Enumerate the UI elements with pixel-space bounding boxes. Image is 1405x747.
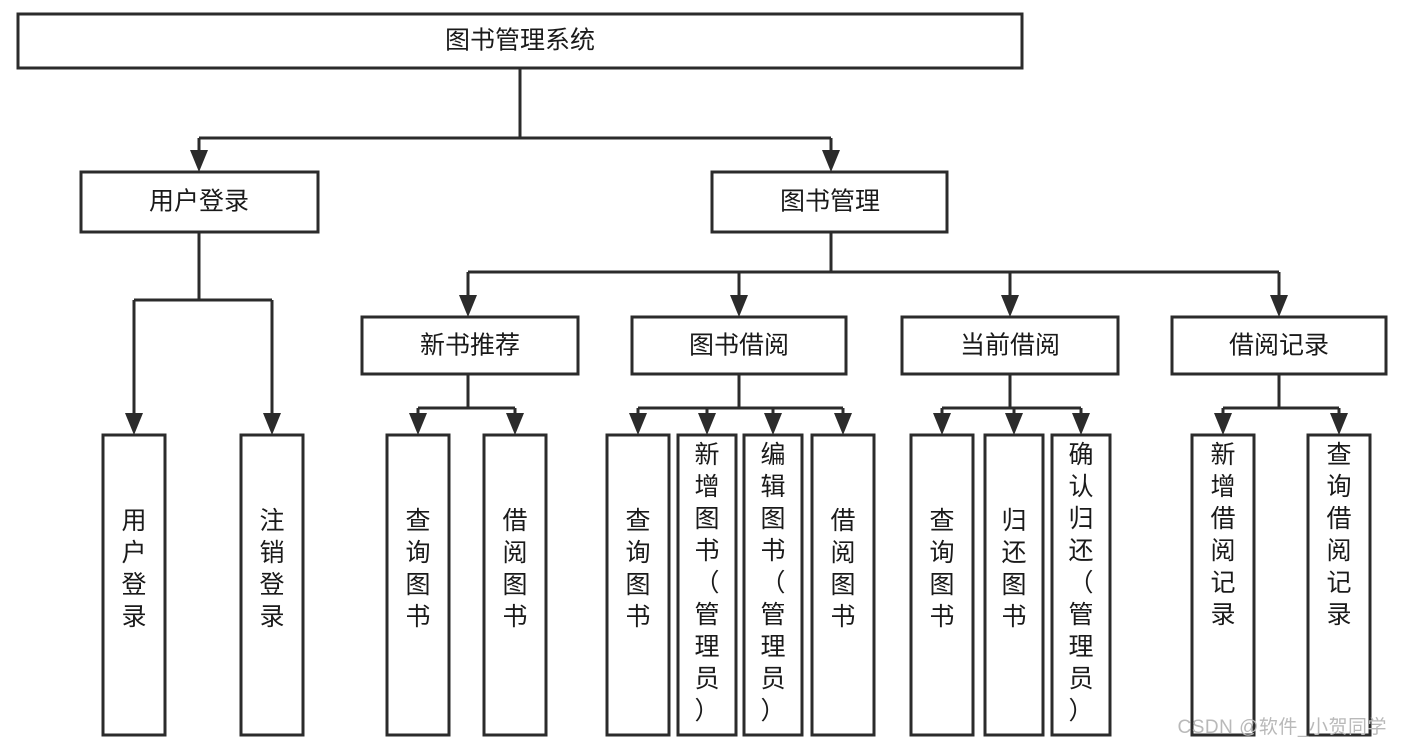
- arrowhead-leaf-logout: [263, 413, 281, 435]
- arrowhead-leaf-query-book-2: [629, 413, 647, 435]
- arrowhead-leaf-edit-book: [764, 413, 782, 435]
- node-book-manage-box[interactable]: [710, 170, 949, 234]
- node-root-label: 图书管理系统: [445, 27, 595, 55]
- node-book-borrow-label: 图书借阅: [689, 332, 789, 360]
- node-leaf-logout-box[interactable]: [239, 433, 305, 737]
- arrowhead-current-borrow: [1001, 295, 1019, 317]
- node-user-login[interactable]: 用户登录: [79, 170, 320, 234]
- node-new-book-recommend[interactable]: 新书推荐: [360, 315, 580, 376]
- node-leaf-add-book-box[interactable]: [676, 433, 738, 737]
- arrowhead-leaf-borrow-book-1: [506, 413, 524, 435]
- node-leaf-query-book-3-label: 查询图书: [929, 507, 954, 631]
- node-leaf-borrow-book-2-label: 借阅图书: [830, 507, 855, 631]
- node-new-book-recommend-box[interactable]: [360, 315, 580, 376]
- node-leaf-query-book-1[interactable]: 查询图书: [385, 433, 451, 737]
- connector-layer: [125, 68, 1348, 435]
- node-leaf-add-record[interactable]: 新增借阅记录: [1190, 433, 1256, 737]
- arrowhead-leaf-borrow-book-2: [834, 413, 852, 435]
- node-borrow-record-label: 借阅记录: [1229, 332, 1329, 360]
- node-leaf-add-book[interactable]: 新增图书（管理员）: [676, 433, 738, 737]
- node-leaf-return-book-box[interactable]: [983, 433, 1045, 737]
- arrowhead-leaf-query-record: [1330, 413, 1348, 435]
- node-leaf-user-login-box[interactable]: [101, 433, 167, 737]
- node-leaf-logout-label: 注销登录: [259, 507, 284, 631]
- node-leaf-return-book[interactable]: 归还图书: [983, 433, 1045, 737]
- node-leaf-borrow-book-1-label: 借阅图书: [502, 507, 527, 631]
- node-borrow-record[interactable]: 借阅记录: [1170, 315, 1388, 376]
- node-leaf-query-record-label: 查询借阅记录: [1326, 441, 1351, 629]
- node-leaf-query-book-2-box[interactable]: [605, 433, 671, 737]
- arrowhead-user-login: [190, 150, 208, 172]
- node-current-borrow[interactable]: 当前借阅: [900, 315, 1120, 376]
- node-leaf-return-book-label: 归还图书: [1001, 507, 1026, 631]
- arrowhead-new-book-recommend: [459, 295, 477, 317]
- node-current-borrow-label: 当前借阅: [960, 332, 1060, 360]
- node-book-manage[interactable]: 图书管理: [710, 170, 949, 234]
- node-leaf-query-book-1-box[interactable]: [385, 433, 451, 737]
- node-leaf-user-login-label: 用户登录: [121, 507, 146, 631]
- arrowhead-leaf-return-book: [1005, 413, 1023, 435]
- node-root-box[interactable]: [16, 12, 1024, 70]
- node-user-login-label: 用户登录: [149, 188, 249, 216]
- arrowhead-leaf-confirm-return: [1072, 413, 1090, 435]
- arrowhead-leaf-query-book-1: [409, 413, 427, 435]
- node-leaf-query-record-box[interactable]: [1306, 433, 1372, 737]
- node-leaf-confirm-return[interactable]: 确认归还（管理员）: [1050, 433, 1112, 737]
- node-leaf-query-book-2[interactable]: 查询图书: [605, 433, 671, 737]
- node-leaf-add-book-label: 新增图书（管理员）: [694, 441, 719, 725]
- arrowhead-book-borrow: [730, 295, 748, 317]
- node-leaf-confirm-return-box[interactable]: [1050, 433, 1112, 737]
- node-leaf-query-book-1-label: 查询图书: [405, 507, 430, 631]
- node-leaf-borrow-book-2-box[interactable]: [810, 433, 876, 737]
- node-leaf-add-record-label: 新增借阅记录: [1210, 441, 1235, 629]
- node-user-login-box[interactable]: [79, 170, 320, 234]
- node-leaf-add-record-box[interactable]: [1190, 433, 1256, 737]
- node-leaf-query-book-3-box[interactable]: [909, 433, 975, 737]
- node-current-borrow-box[interactable]: [900, 315, 1120, 376]
- node-leaf-query-book-2-label: 查询图书: [625, 507, 650, 631]
- node-leaf-borrow-book-1[interactable]: 借阅图书: [482, 433, 548, 737]
- node-book-borrow[interactable]: 图书借阅: [630, 315, 848, 376]
- node-leaf-query-record[interactable]: 查询借阅记录: [1306, 433, 1372, 737]
- node-leaf-edit-book-label: 编辑图书（管理员）: [760, 441, 785, 725]
- node-leaf-confirm-return-label: 确认归还（管理员）: [1068, 441, 1093, 725]
- node-leaf-user-login[interactable]: 用户登录: [101, 433, 167, 737]
- node-root[interactable]: 图书管理系统: [16, 12, 1024, 70]
- arrowhead-leaf-query-book-3: [933, 413, 951, 435]
- node-book-borrow-box[interactable]: [630, 315, 848, 376]
- arrowhead-borrow-record: [1270, 295, 1288, 317]
- node-leaf-edit-book[interactable]: 编辑图书（管理员）: [742, 433, 804, 737]
- node-leaf-logout[interactable]: 注销登录: [239, 433, 305, 737]
- arrowhead-leaf-add-record: [1214, 413, 1232, 435]
- node-leaf-query-book-3[interactable]: 查询图书: [909, 433, 975, 737]
- node-new-book-recommend-label: 新书推荐: [420, 332, 520, 360]
- node-book-manage-label: 图书管理: [780, 188, 880, 216]
- node-leaf-borrow-book-2[interactable]: 借阅图书: [810, 433, 876, 737]
- arrowhead-leaf-user-login: [125, 413, 143, 435]
- arrowhead-book-manage: [822, 150, 840, 172]
- node-borrow-record-box[interactable]: [1170, 315, 1388, 376]
- arrowhead-leaf-add-book: [698, 413, 716, 435]
- node-leaf-borrow-book-1-box[interactable]: [482, 433, 548, 737]
- node-leaf-edit-book-box[interactable]: [742, 433, 804, 737]
